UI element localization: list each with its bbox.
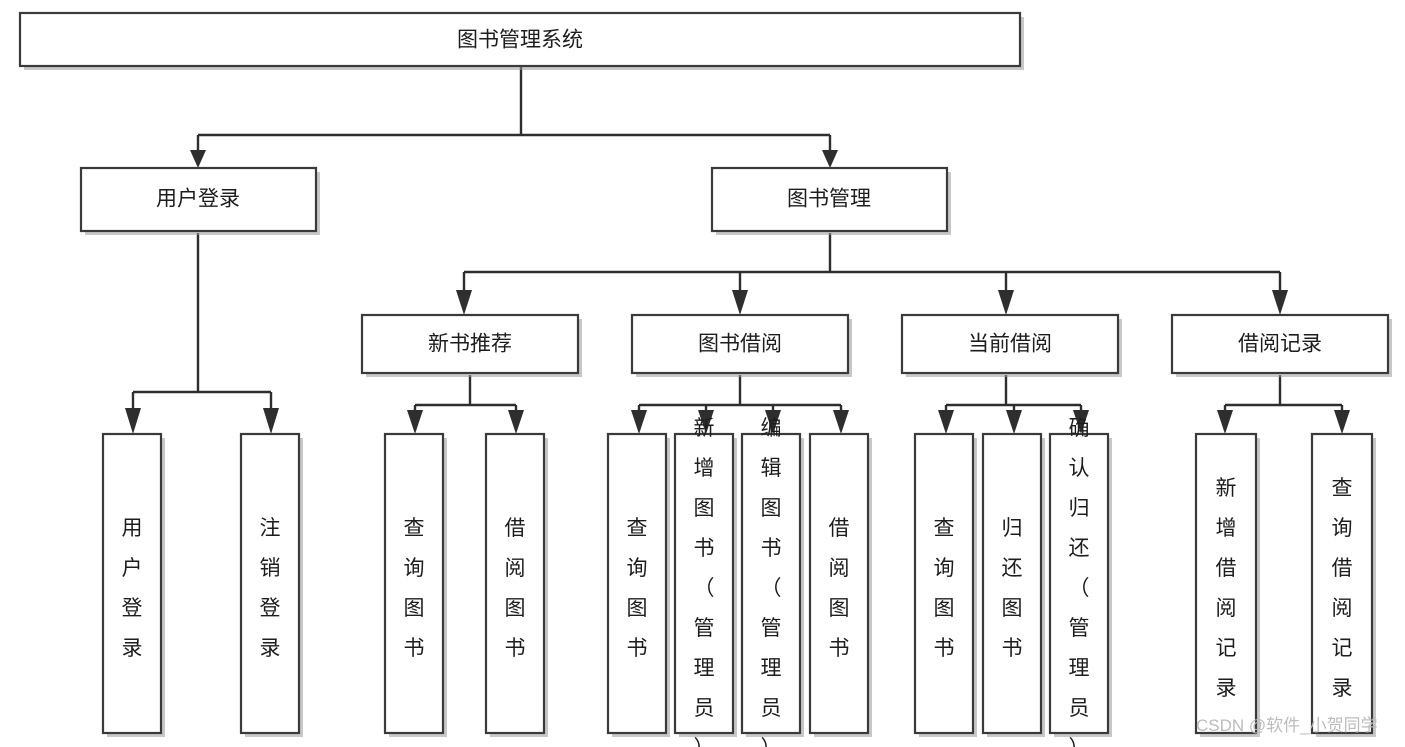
arrowhead-borrow-record [1272,290,1288,315]
node-new-book-recommend[interactable]: 新书推荐 [360,313,582,377]
leaf-book-borrow-1-box[interactable] [606,432,668,735]
arrowhead-current-borrow [998,290,1014,315]
arrowhead-newbook-leaf-2 [508,410,524,434]
node-book-management-label: 图书管理 [787,188,871,211]
node-root[interactable]: 图书管理系统 [18,11,1024,70]
leaf-borrow-record-1-label: 新增借阅记录 [1216,477,1237,700]
node-borrow-record-box[interactable] [1170,313,1390,375]
node-new-book-recommend-label: 新书推荐 [428,333,512,356]
leaf-borrow-record-2-label: 查询借阅记录 [1332,477,1353,700]
arrowhead-record-leaf-2 [1334,410,1350,434]
leaf-current-borrow-2[interactable]: 归还图书 [981,432,1045,737]
leaf-book-borrow-4-label: 借阅图书 [829,517,850,660]
leaf-current-borrow-1-label: 查询图书 [934,517,955,660]
leaf-user-login-2-label: 注销登录 [260,517,281,660]
leaf-book-borrow-3-box[interactable] [740,432,802,735]
node-book-borrow[interactable]: 图书借阅 [630,313,852,377]
leaf-user-login-2-box[interactable] [239,432,301,735]
arrowhead-borrow-leaf-4 [833,410,849,434]
leaf-current-borrow-3-box[interactable] [1048,432,1110,735]
arrowhead-borrow-leaf-3 [765,410,781,434]
arrowhead-newbook-leaf-1 [407,410,423,434]
leaf-current-borrow-1-box[interactable] [913,432,975,735]
leaf-new-book-1-box[interactable] [383,432,445,735]
arrowhead-newbook [456,290,472,315]
leaf-borrow-record-2-box[interactable] [1310,432,1374,735]
arrowhead-borrow-leaf-1 [631,410,647,434]
leaf-book-borrow-1[interactable]: 查询图书 [606,432,670,737]
node-book-management-box[interactable] [710,166,949,233]
node-root-box[interactable] [18,11,1022,68]
arrowhead-userlogin-leaf-1 [125,408,141,434]
leaf-book-borrow-2-label: 新增图书（管理员） [694,417,715,747]
node-book-management[interactable]: 图书管理 [710,166,951,235]
leaf-current-borrow-1[interactable]: 查询图书 [913,432,977,737]
leaf-current-borrow-2-label: 归还图书 [1002,517,1023,660]
node-current-borrow-box[interactable] [900,313,1120,375]
leaf-current-borrow-3[interactable]: 确认归还（管理员） [1048,417,1112,747]
arrowhead-borrow [732,290,748,315]
arrowhead-current-leaf-2 [1006,410,1022,434]
leaf-book-borrow-4[interactable]: 借阅图书 [808,432,872,737]
leaf-user-login-1-box[interactable] [101,432,163,735]
leaf-new-book-1[interactable]: 查询图书 [383,432,447,737]
node-current-borrow[interactable]: 当前借阅 [900,313,1122,377]
connector-layer [125,66,1350,434]
arrowhead-record-leaf-1 [1217,410,1233,434]
leaf-book-borrow-2-box[interactable] [673,432,735,735]
arrowhead-userlogin-leaf-2 [263,408,279,434]
arrowhead-current-leaf-3 [1073,410,1089,434]
arrowhead-borrow-leaf-2 [698,410,714,434]
leaf-book-borrow-1-label: 查询图书 [627,517,648,660]
node-user-login-box[interactable] [79,166,318,233]
leaf-current-borrow-2-box[interactable] [981,432,1043,735]
leaf-current-borrow-3-label: 确认归还（管理员） [1069,417,1090,747]
leaf-borrow-record-2[interactable]: 查询借阅记录 [1310,432,1376,737]
leaf-user-login-1-label: 用户登录 [122,517,143,660]
node-user-login[interactable]: 用户登录 [79,166,320,235]
node-new-book-recommend-box[interactable] [360,313,580,375]
node-borrow-record[interactable]: 借阅记录 [1170,313,1392,377]
leaf-book-borrow-2[interactable]: 新增图书（管理员） [673,417,737,747]
leaf-user-login-1[interactable]: 用户登录 [101,432,165,737]
node-user-login-label: 用户登录 [156,188,240,211]
node-root-label: 图书管理系统 [457,29,583,52]
leaf-new-book-1-label: 查询图书 [404,517,425,660]
leaf-borrow-record-1-box[interactable] [1194,432,1258,735]
node-book-borrow-box[interactable] [630,313,850,375]
node-current-borrow-label: 当前借阅 [968,333,1052,356]
arrowhead-current-leaf-1 [938,410,954,434]
node-book-borrow-label: 图书借阅 [698,333,782,356]
leaf-new-book-2-box[interactable] [484,432,546,735]
leaf-borrow-record-1[interactable]: 新增借阅记录 [1194,432,1260,737]
csdn-watermark: CSDN @软件_小贺同学 [1196,716,1378,735]
leaf-user-login-2[interactable]: 注销登录 [239,432,303,737]
leaf-book-borrow-3-label: 编辑图书（管理员） [761,417,782,747]
arrowhead-book-mgmt [822,150,838,168]
node-borrow-record-label: 借阅记录 [1238,333,1322,356]
leaf-book-borrow-4-box[interactable] [808,432,870,735]
arrowhead-user-login [190,150,206,168]
leaf-book-borrow-3[interactable]: 编辑图书（管理员） [740,417,804,747]
leaf-new-book-2-label: 借阅图书 [505,517,526,660]
leaf-new-book-2[interactable]: 借阅图书 [484,432,548,737]
